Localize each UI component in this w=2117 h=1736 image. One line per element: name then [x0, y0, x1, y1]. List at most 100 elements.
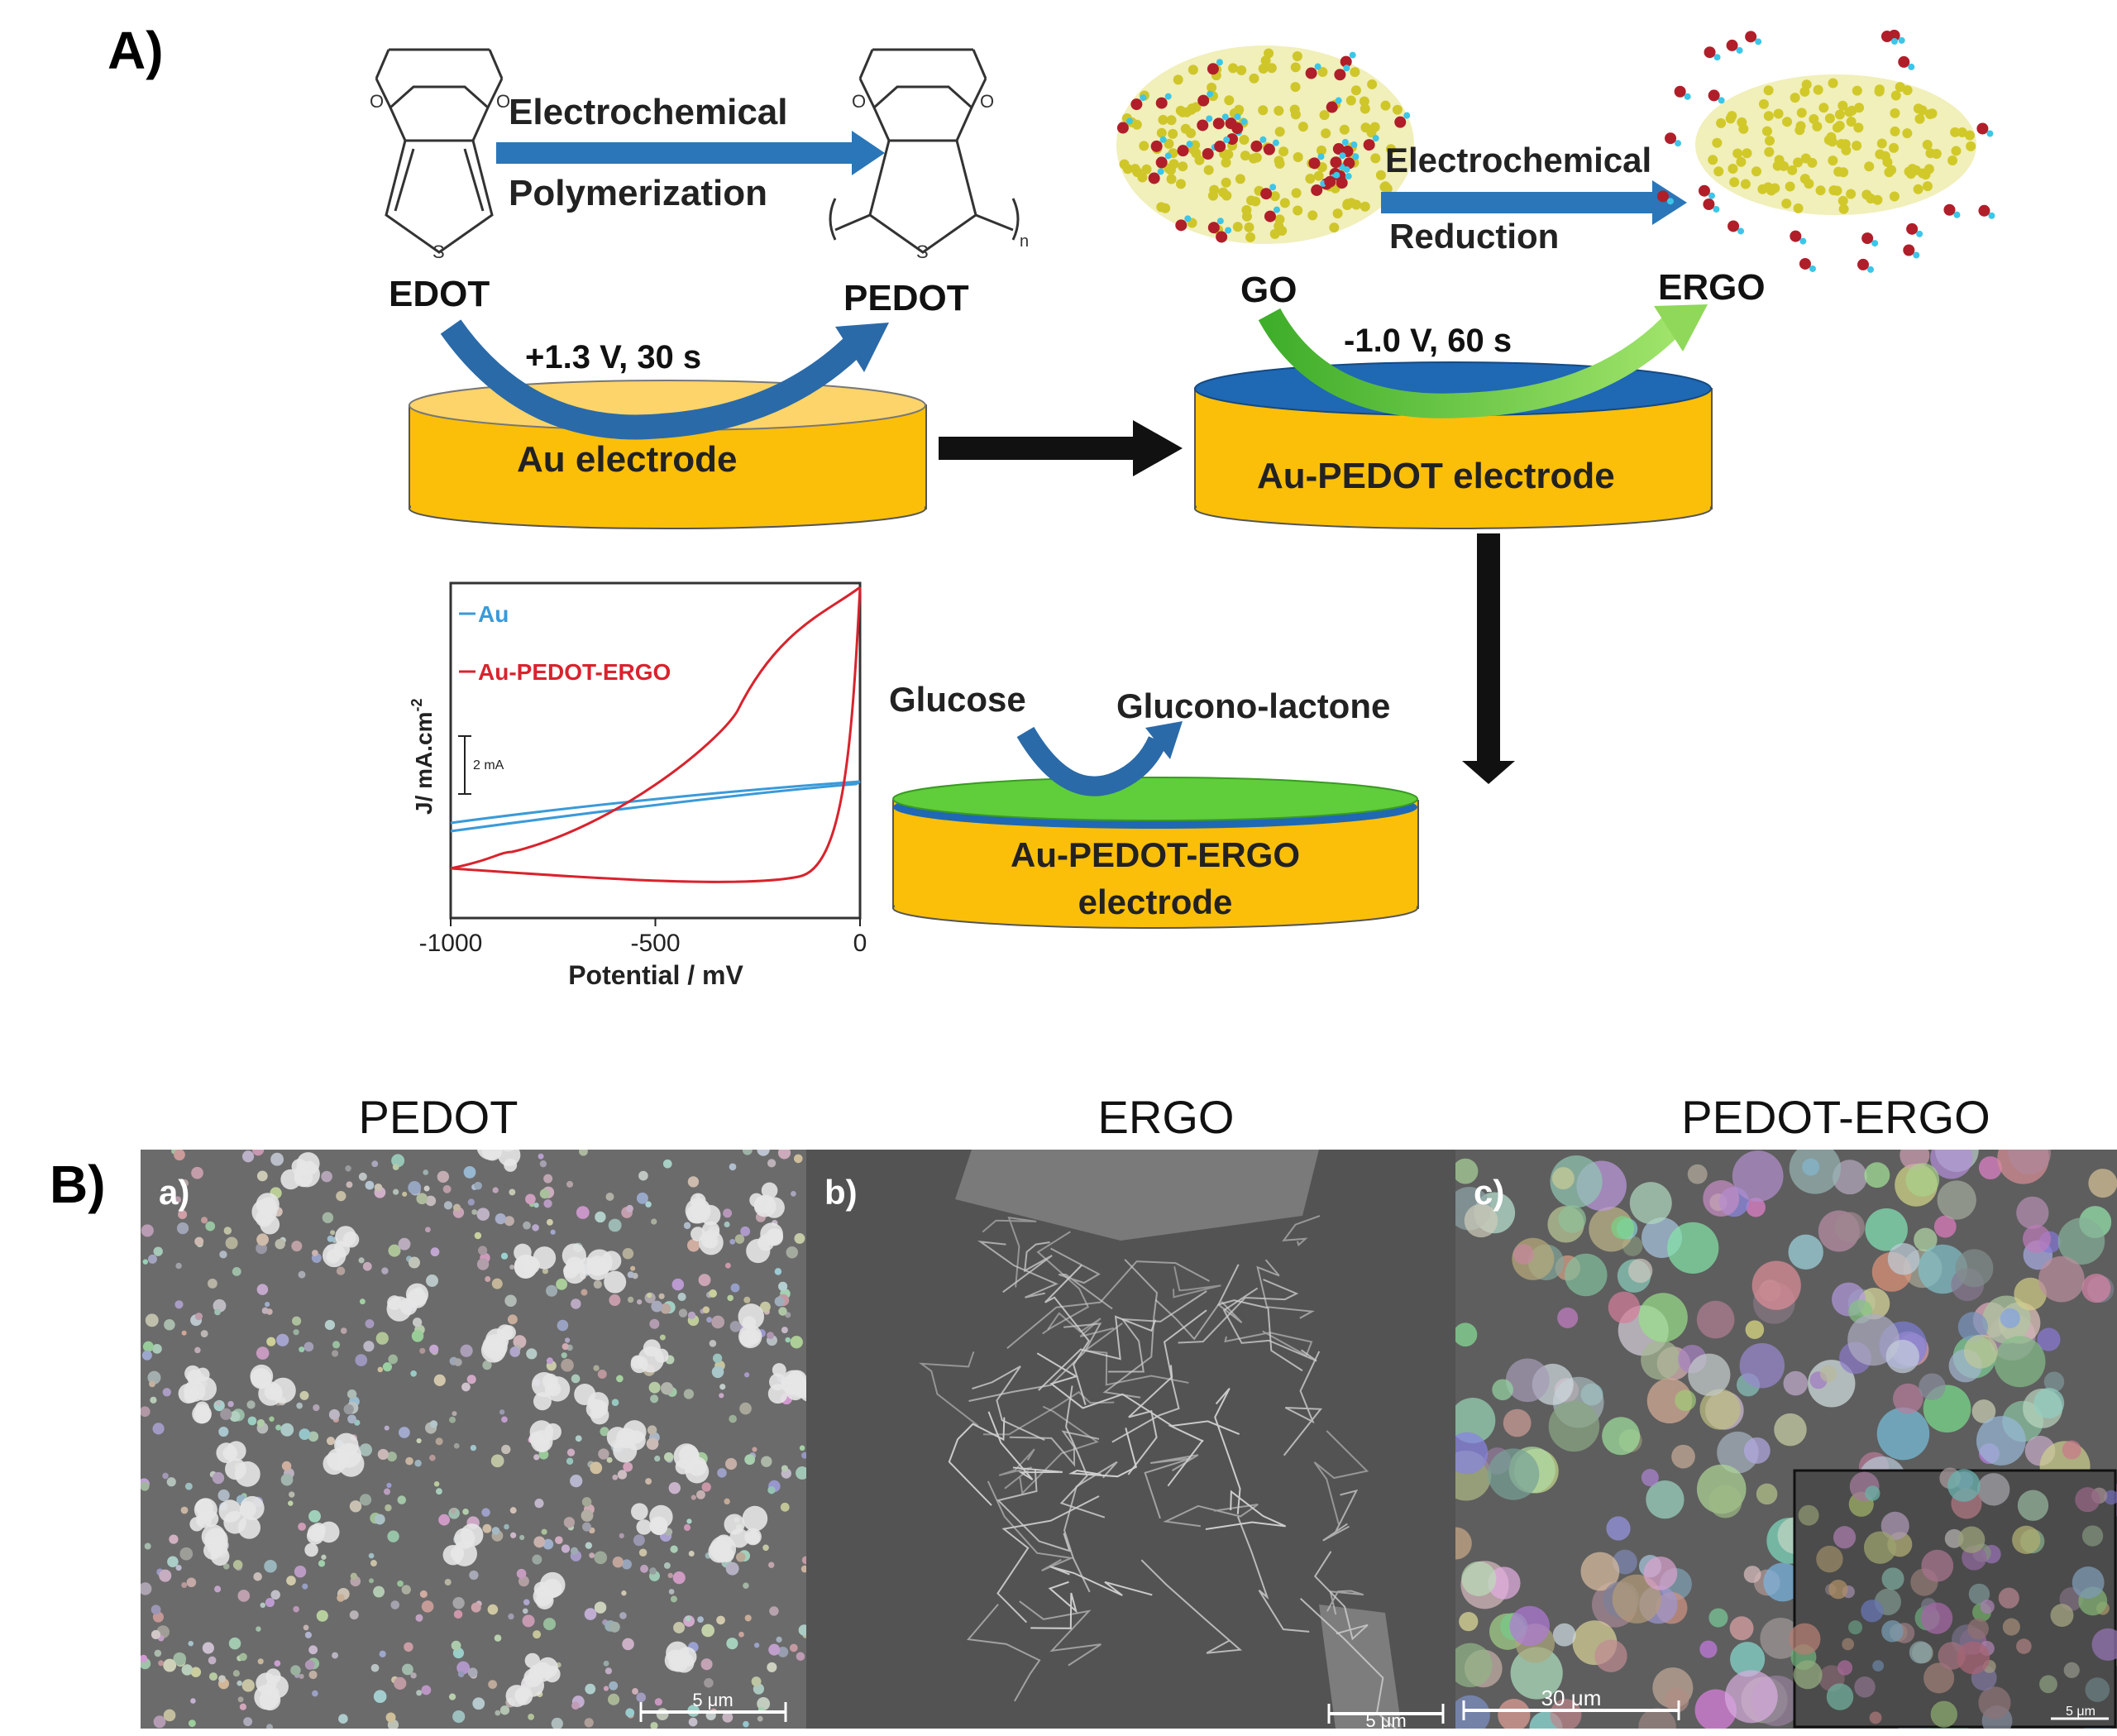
sem-a-particle — [725, 1561, 739, 1576]
sem-a-cluster-grain — [746, 1238, 771, 1264]
sem-a-particle — [683, 1222, 691, 1230]
go-carbon-atom — [1249, 73, 1259, 84]
sem-a-particle — [429, 1344, 439, 1354]
sem-a-particle — [650, 1394, 659, 1404]
go-carbon-atom — [1375, 170, 1386, 180]
sem-a-particle — [299, 1390, 309, 1400]
sem-c-inset-cluster — [2050, 1604, 2074, 1628]
sem-a-particle — [212, 1471, 225, 1485]
sem-a-particle — [539, 1188, 550, 1199]
sem-c-cluster — [2062, 1440, 2081, 1460]
sem-a-particle — [162, 1472, 169, 1480]
sem-a-particle — [294, 1566, 307, 1578]
sem-a-particle — [303, 1624, 309, 1631]
go-carbon-atom — [1293, 151, 1303, 162]
go-carbon-atom — [1188, 65, 1198, 75]
sem-a-particle — [491, 1278, 503, 1289]
sem-a-particle — [743, 1296, 751, 1303]
sem-a-particle — [144, 1542, 151, 1550]
sem-a-particle — [239, 1703, 247, 1710]
sem-a-particle — [698, 1274, 711, 1287]
sem-a-particle — [662, 1159, 672, 1169]
sem-a-particle — [256, 1233, 269, 1246]
sem-a-particle — [218, 1426, 229, 1437]
sem-a-particle — [368, 1552, 375, 1559]
sem-a-particle — [646, 1437, 659, 1450]
sem-c-cluster — [2038, 1255, 2085, 1303]
go-carbon-atom — [1166, 115, 1177, 126]
ergo-carbon-atom — [1886, 165, 1897, 175]
sem-c-cluster — [1667, 1222, 1719, 1275]
x-tick-label: -1000 — [419, 930, 483, 957]
ergo-carbon-atom — [1834, 109, 1845, 120]
sem-a-particle — [266, 1724, 274, 1729]
au-electrode-label: Au electrode — [517, 439, 738, 480]
sem-a-particle — [800, 1565, 806, 1573]
sem-a-particle — [757, 1715, 763, 1722]
sem-a-particle — [457, 1671, 465, 1678]
sem-a-particle — [801, 1556, 806, 1565]
go-oxygen-atom — [1116, 122, 1129, 134]
y-axis-label-text: J/ mA.cm — [411, 712, 437, 815]
sem-a-particle — [286, 1576, 296, 1585]
sem-a-cluster-grain — [514, 1687, 530, 1703]
ergo-carbon-atom — [1950, 127, 1961, 137]
sem-a-particle — [462, 1509, 469, 1515]
sem-a-particle — [308, 1670, 318, 1680]
sem-c-cluster — [1976, 1416, 2026, 1466]
go-carbon-atom — [1385, 144, 1396, 155]
sem-c-cluster — [1455, 1322, 1478, 1347]
ergo-carbon-atom — [1876, 138, 1887, 149]
sem-a-particle — [269, 1416, 275, 1422]
sem-a-particle — [543, 1174, 553, 1184]
ergo-carbon-atom — [1864, 161, 1875, 172]
sem-a-particle — [401, 1585, 411, 1595]
sem-a-particle — [660, 1382, 674, 1395]
cv-curve-au-pedot-ergo-reverse — [450, 586, 862, 883]
polymerization-curve-arrow-head — [835, 323, 889, 372]
sem-a-cluster-grain — [742, 1316, 757, 1330]
go-carbon-atom — [1289, 104, 1300, 115]
ergo-carbon-atom — [1758, 98, 1769, 109]
sem-a-particle — [450, 1508, 456, 1514]
sem-c-inset-cluster — [1957, 1526, 1986, 1553]
sem-c-cluster — [1919, 1373, 1946, 1400]
sem-a-particle — [256, 1418, 265, 1428]
sem-a-particle — [397, 1580, 404, 1587]
ergo-carbon-atom — [1861, 189, 1872, 200]
sem-a-particle — [220, 1408, 232, 1420]
go-carbon-atom — [1360, 122, 1371, 133]
sem-a-particle — [429, 1454, 436, 1461]
sem-c-inset-cluster — [1872, 1660, 1885, 1672]
sem-c-cluster — [1464, 1203, 1498, 1238]
ergo-carbon-atom — [1920, 170, 1931, 180]
ergo-hydrogen-atom — [1737, 227, 1745, 235]
sem-a-particle — [609, 1294, 621, 1307]
sem-a-particle — [570, 1475, 583, 1488]
sem-c-inset-cluster — [1968, 1583, 1990, 1605]
sem-a-particle — [469, 1570, 479, 1581]
sem-a-particle — [668, 1481, 681, 1494]
sem-a-particle — [256, 1242, 267, 1255]
sem-c-inset-cluster — [1816, 1545, 1843, 1573]
ergo-carbon-atom — [1834, 120, 1845, 131]
ergo-carbon-atom — [1947, 155, 1958, 166]
sem-a-particle — [491, 1527, 500, 1535]
sem-a-particle — [691, 1494, 696, 1500]
go-oxygen-atom — [1207, 63, 1219, 75]
sem-b-scale-label: 5 μm — [1365, 1710, 1406, 1729]
sem-a-particle — [188, 1719, 196, 1728]
sem-a-particle — [270, 1590, 280, 1600]
go-carbon-atom — [1274, 105, 1284, 116]
sem-b-wrinkle — [1019, 1600, 1102, 1667]
sem-a-particle — [328, 1408, 340, 1420]
sem-a-particle — [419, 1590, 428, 1598]
sem-c-cluster — [1978, 1156, 2002, 1180]
sem-a-particle — [466, 1375, 476, 1384]
sem-a-particle — [474, 1231, 482, 1240]
sem-image-pedot-ergo: 30 μm 5 μm c) — [1455, 1150, 2117, 1729]
sem-a-particle — [509, 1532, 517, 1538]
go-carbon-atom — [1266, 63, 1277, 74]
sem-a-particle — [241, 1679, 255, 1692]
sem-c-inset-cluster — [2063, 1662, 2080, 1678]
